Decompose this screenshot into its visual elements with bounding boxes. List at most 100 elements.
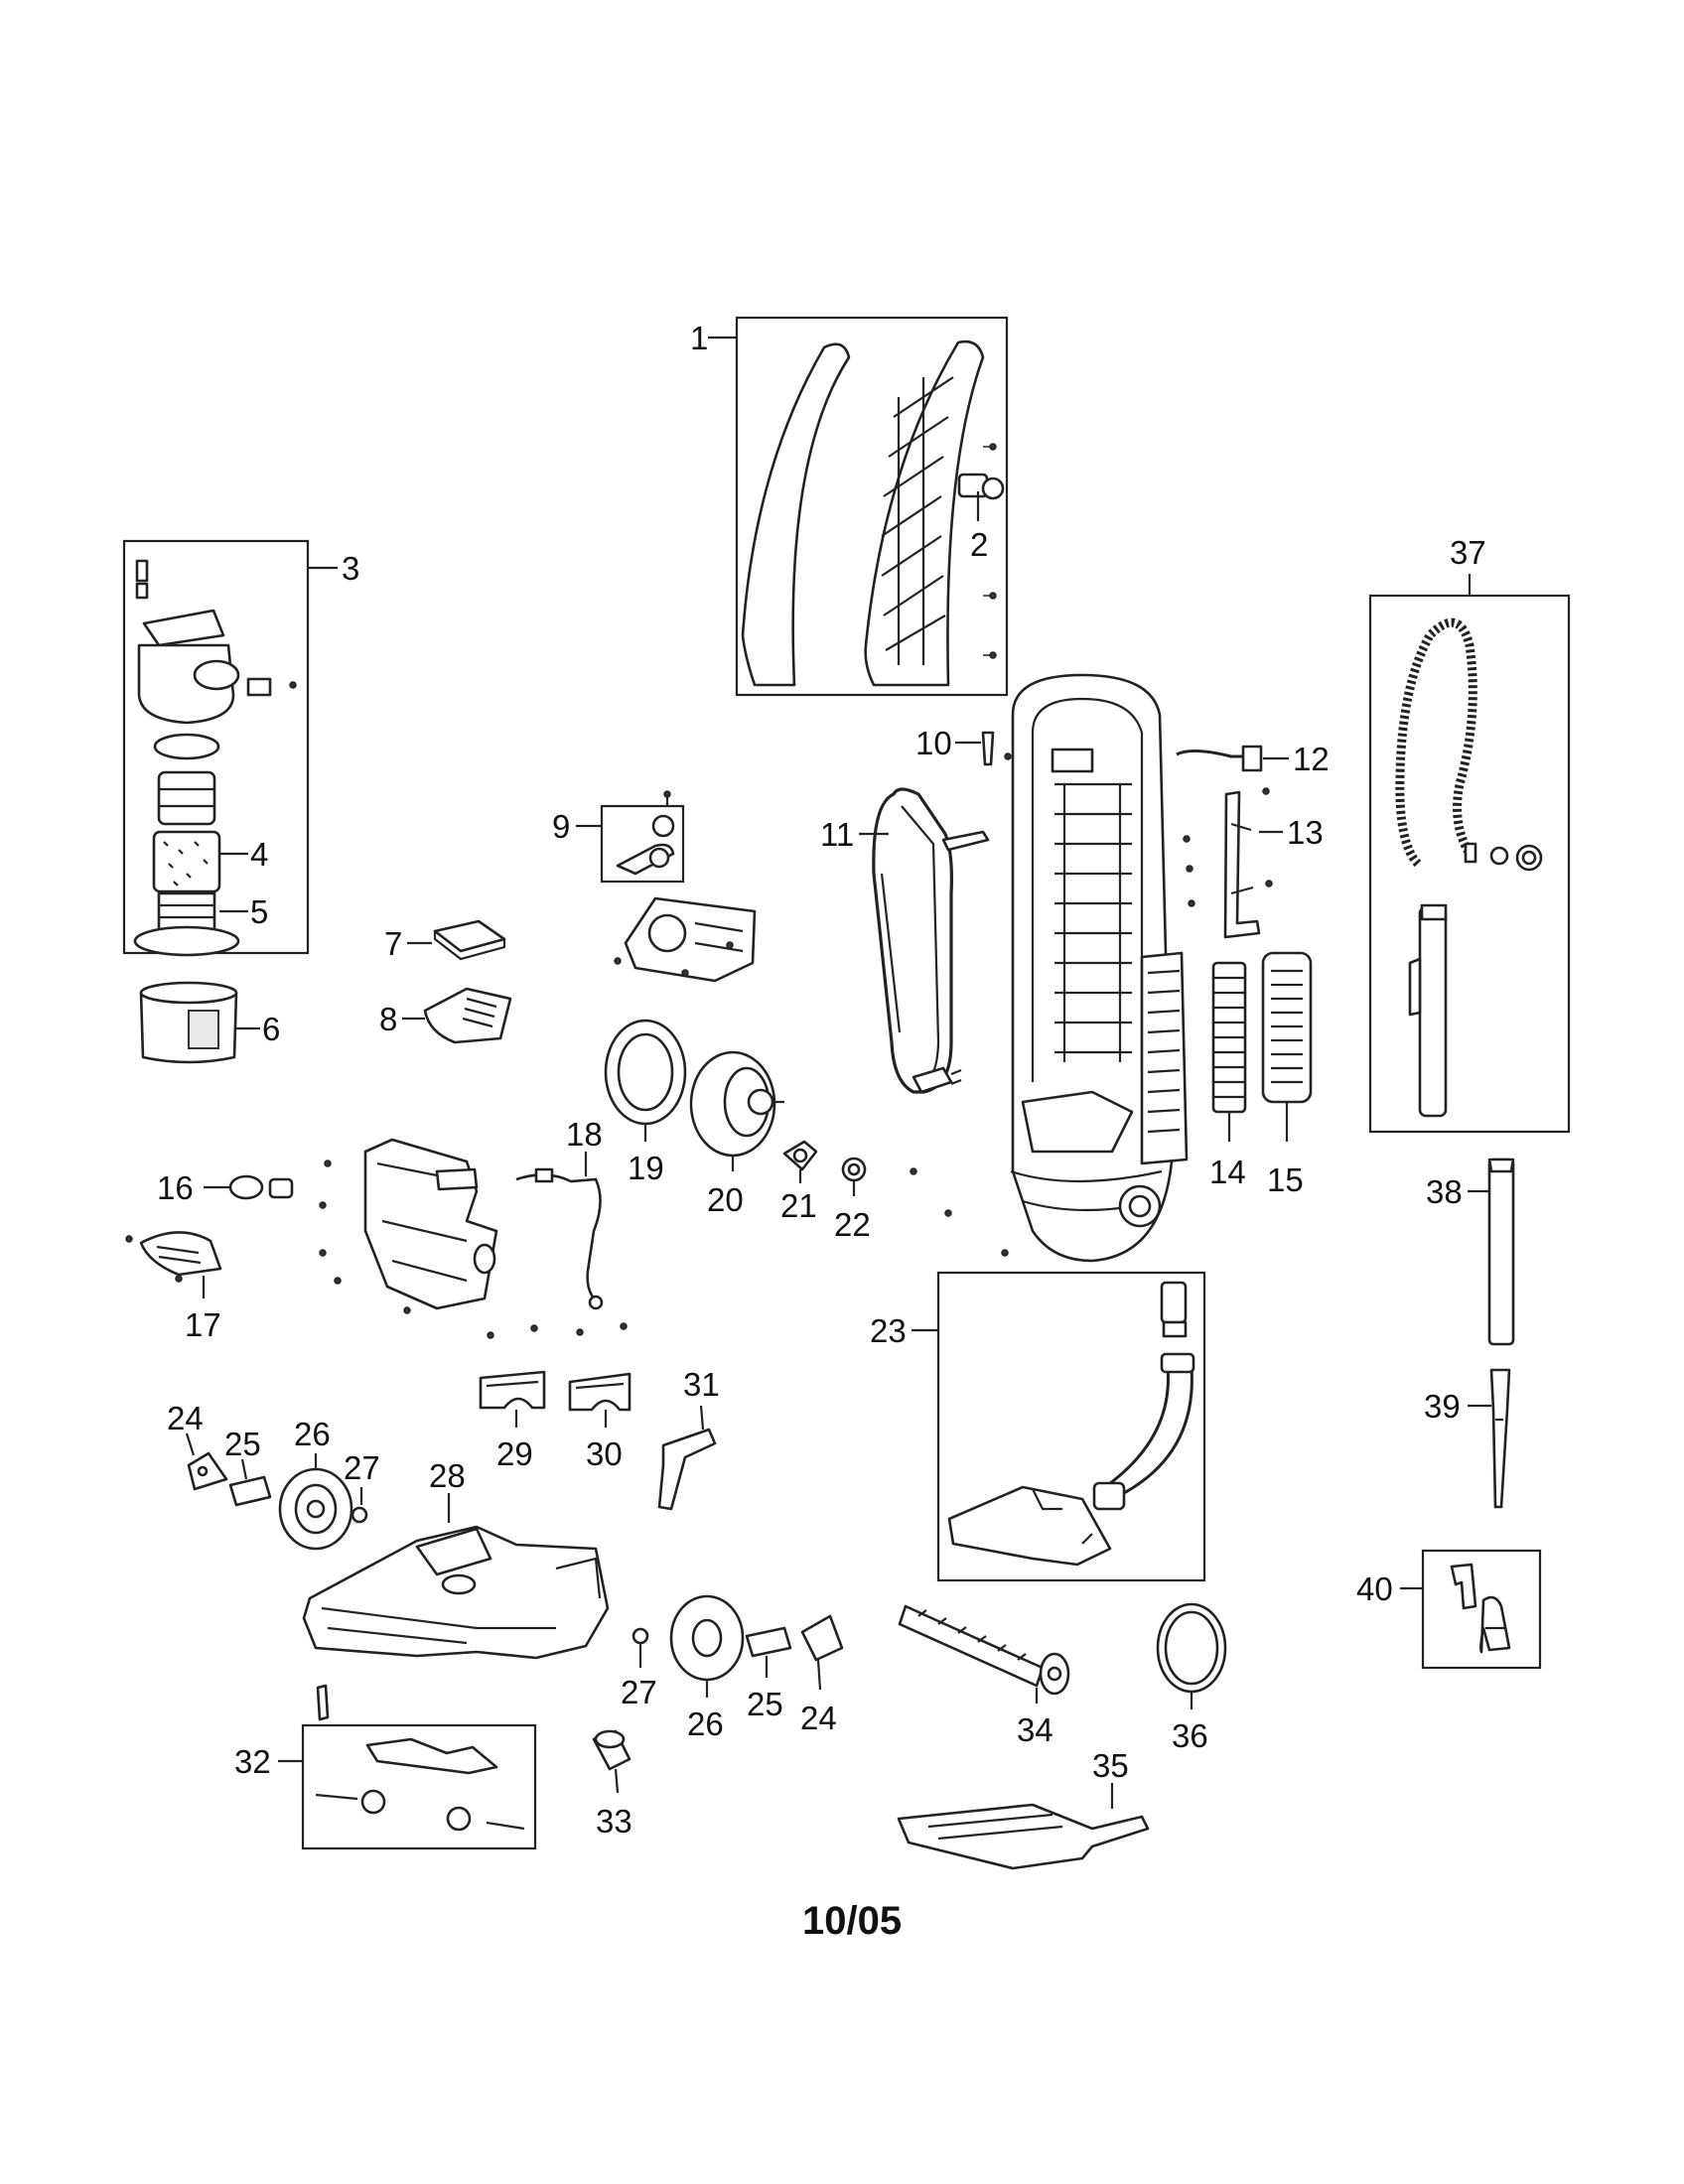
label-31: 31 [683,1366,720,1403]
part-24-wheel-cover-left: 24 [167,1400,228,1491]
part-11-power-cord: 11 [820,787,990,1094]
label-11: 11 [820,816,854,853]
label-13: 13 [1287,814,1324,851]
label-28: 28 [429,1457,466,1494]
label-25b: 25 [747,1686,783,1722]
label-39: 39 [1424,1388,1461,1425]
part-21-belt-clip: 21 [780,1140,818,1224]
part-23-hose-kit: 23 [870,1271,1206,1582]
filter-cage [157,770,216,826]
label-7: 7 [384,925,402,962]
label-1: 1 [690,320,708,356]
part-28-foot-housing: 28 [302,1457,610,1660]
label-37: 37 [1450,534,1486,571]
part-33-hose-connector: 33 [592,1729,632,1840]
part-29-belt-guard-left: 29 [479,1324,546,1472]
label-19: 19 [628,1150,664,1186]
label-25a: 25 [224,1426,261,1462]
part-36-belt: 36 [1156,1602,1227,1754]
part-7-pre-motor-filter: 7 [384,919,506,962]
label-33: 33 [596,1803,632,1840]
label-27a: 27 [344,1449,380,1486]
part-26-wheel-left: 26 [278,1416,353,1551]
label-24a: 24 [167,1400,204,1436]
main-body-housing [1010,673,1195,1263]
pleated-filter-part-4 [152,830,221,893]
label-23: 23 [870,1312,907,1349]
label-24b: 24 [800,1700,837,1736]
small-clip [316,1684,330,1721]
part-6-filter-sleeve: 6 [139,981,280,1064]
part-37-stretch-hose-kit: 37 [1368,534,1571,1134]
label-40: 40 [1356,1570,1393,1607]
label-32: 32 [234,1743,271,1780]
part-10-cord-hook-screw: 10 [915,725,1012,766]
part-9-latch-kit: 9 [552,790,757,983]
part-19-motor-gasket: 19 [604,1019,687,1186]
part-27-clip-left: 27 [344,1449,380,1524]
label-6: 6 [262,1011,280,1047]
part-13-cord-wrap-bracket: 13 [1223,787,1324,939]
part-25-axle-left: 25 [224,1426,272,1507]
handle-switch-part-2 [957,473,1005,500]
label-4: 4 [250,836,268,873]
part-25-axle-right: 25 [745,1626,792,1722]
part-15-filter-grill: 15 [1261,951,1313,1198]
part-12-wire-connector: 12 [1176,741,1330,777]
dirt-cup-gasket [153,733,220,760]
part-22-bushing: 22 [834,1157,1009,1257]
label-38: 38 [1426,1173,1463,1210]
label-30: 30 [586,1435,623,1472]
part-35-brushroll-tool: 35 [897,1747,1150,1870]
label-20: 20 [707,1181,744,1218]
label-3: 3 [342,550,359,587]
label-27b: 27 [621,1674,657,1710]
label-18: 18 [566,1116,603,1153]
lower-motor-housing [319,1138,498,1314]
part-24-wheel-cover-right: 24 [800,1614,844,1736]
hose-kit-box [936,1271,1206,1582]
part-34-brushroll: 34 [898,1604,1070,1748]
label-26b: 26 [687,1706,724,1742]
dirt-cup-lid [142,609,225,647]
label-34: 34 [1017,1711,1053,1748]
part-17-carry-handle: 17 [125,1231,222,1343]
label-2: 2 [970,526,988,563]
part-40-dusting-brush-kit: 40 [1356,1549,1542,1670]
part-31-height-pedal: 31 [657,1366,720,1511]
label-29: 29 [496,1435,533,1472]
extension-wand [1418,905,1448,1118]
label-22: 22 [834,1206,871,1243]
label-14: 14 [1209,1154,1246,1190]
label-36: 36 [1172,1717,1208,1754]
part-1-handle-group: 1 2 [690,316,1009,697]
label-12: 12 [1293,741,1330,777]
date-code: 10/05 [802,1899,902,1943]
label-21: 21 [780,1187,817,1224]
label-5: 5 [250,893,268,930]
label-15: 15 [1267,1161,1304,1198]
label-26a: 26 [294,1416,331,1452]
part-32-bottom-plate-kit: 32 [234,1723,537,1850]
part-38-extension-wand: 38 [1426,1158,1515,1346]
motor-base-plate [624,896,757,983]
label-9: 9 [552,808,570,845]
part-30-belt-guard-right: 30 [568,1322,632,1472]
part-14-exhaust-filter: 14 [1209,961,1247,1190]
label-16: 16 [157,1169,194,1206]
part-18-wiring-harness: 18 [515,1116,604,1310]
part-20-motor: 20 [689,1050,784,1218]
part-26-wheel-right: 26 [669,1594,745,1742]
part-27-clip-right: 27 [621,1627,657,1710]
dirt-cup-latch [246,677,297,697]
bottom-plate-kit-box [301,1723,537,1850]
label-8: 8 [379,1001,397,1037]
latch-kit-box [600,804,685,884]
label-17: 17 [185,1306,221,1343]
handle-screws [983,443,997,659]
tool-kit-box [1421,1549,1542,1670]
part-8-filter-housing: 8 [379,987,512,1044]
handle-front-cover [741,342,851,687]
part-39-crevice-tool: 39 [1424,1368,1511,1509]
